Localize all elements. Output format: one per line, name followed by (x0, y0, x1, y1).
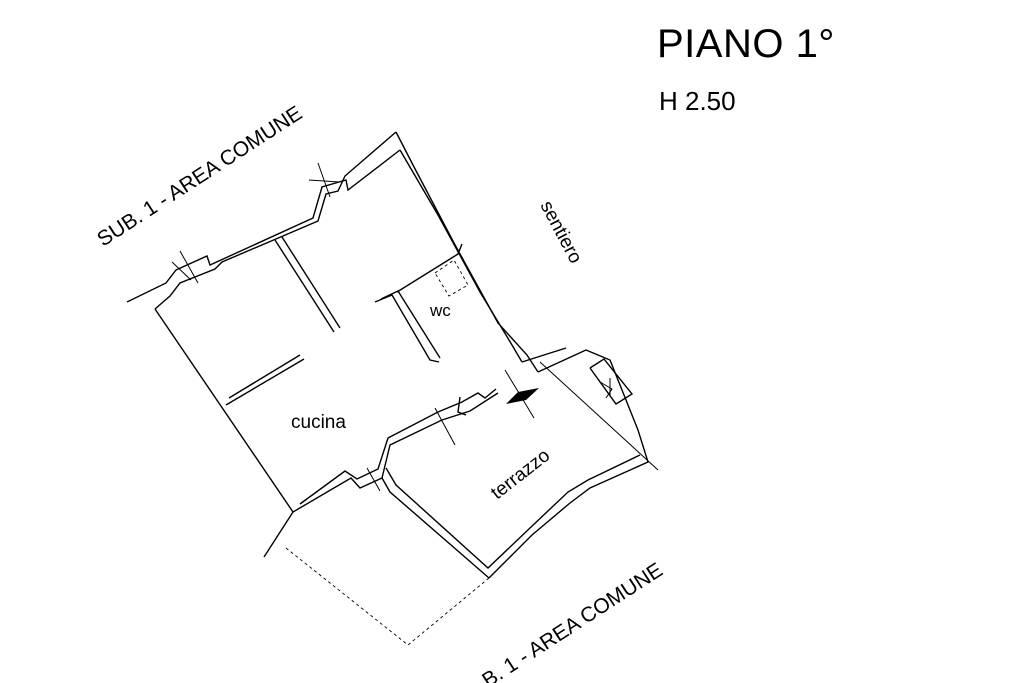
floor-title: PIANO 1° (657, 22, 835, 66)
walls (126, 131, 649, 579)
label-area-bottom: B. 1 - AREA COMUNE (478, 558, 667, 683)
ceiling-height-label: H 2.50 (659, 86, 736, 116)
label-path: sentiero (536, 197, 586, 267)
label-terrace: terrazzo (487, 445, 554, 504)
window-marks (171, 162, 535, 492)
label-area-top: SUB. 1 - AREA COMUNE (93, 102, 306, 252)
entrance-arrow-icon (506, 388, 539, 404)
lower-boundary-line (539, 361, 659, 471)
label-kitchen: cucina (291, 412, 346, 433)
outer-dashed-boundary (285, 547, 490, 646)
label-wc: wc (429, 301, 451, 320)
